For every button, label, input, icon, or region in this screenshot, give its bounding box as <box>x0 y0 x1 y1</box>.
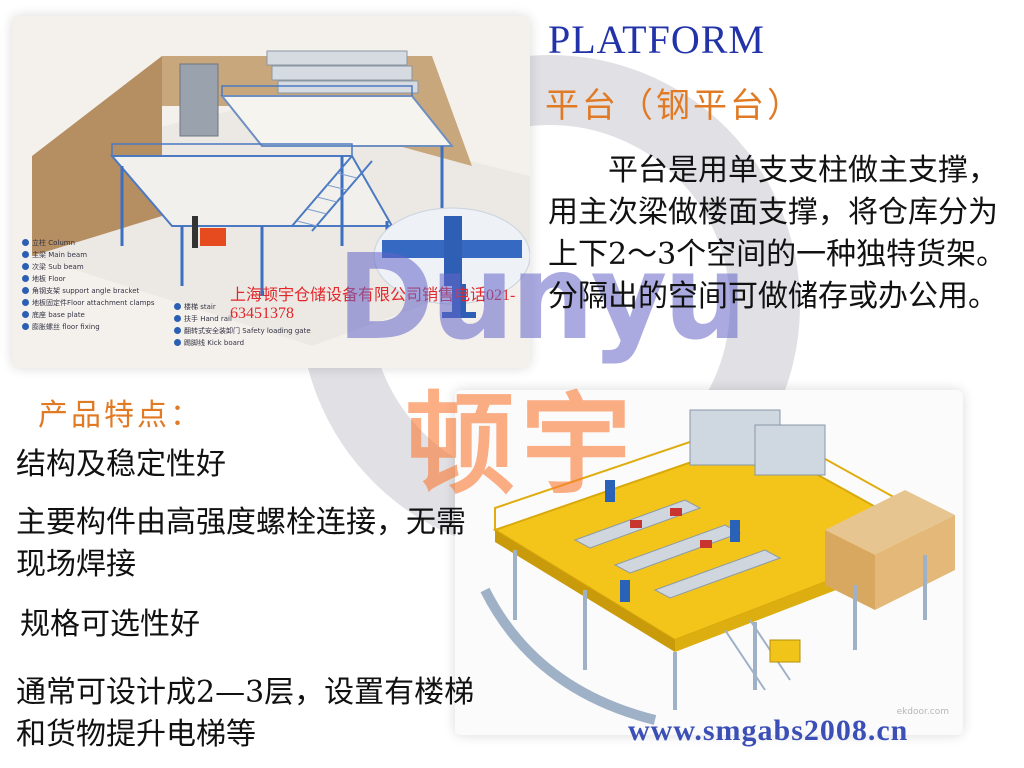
legend-item: 次梁 Sub beam <box>22 262 155 274</box>
legend-item: 翻转式安全装卸门 Safety loading gate <box>174 326 311 338</box>
website-url[interactable]: www.smgabs2008.cn <box>628 714 909 747</box>
legend-item: 立柱 Column <box>22 238 155 250</box>
legend-item: 地板 Floor <box>22 274 155 286</box>
platform-description: 平台是用单支支柱做主支撑，用主次梁做楼面支撑，将仓库分为上下2～3个空间的一种独… <box>548 153 1007 314</box>
feature-item: 规格可选性好 <box>20 607 200 642</box>
features-title: 产品特点： <box>38 398 203 433</box>
diagram-legend-left: 立柱 Column 主梁 Main beam 次梁 Sub beam 地板 Fl… <box>22 238 155 334</box>
platform-diagram-image: 上海顿宇仓储设备有限公司销售电话021-63451378 立柱 Column 主… <box>12 16 530 368</box>
legend-item: 踢脚线 Kick board <box>174 338 311 350</box>
platform-illustration-image: ekdoor.com <box>455 390 963 735</box>
platform-illustration-svg <box>480 409 955 725</box>
heading-english: PLATFORM <box>548 17 765 62</box>
legend-item: 角钢支架 support angle bracket <box>22 286 155 298</box>
feature-item: 通常可设计成2—3层，设置有楼梯和货物提升电梯等 <box>16 675 475 752</box>
legend-item: 底座 base plate <box>22 310 155 322</box>
legend-item: 膨胀螺丝 floor fixing <box>22 322 155 334</box>
watermark-brand-cn: 顿宇 <box>405 381 637 509</box>
platform-diagram-svg <box>32 50 530 346</box>
feature-item: 结构及稳定性好 <box>16 447 226 482</box>
watermark-brand-en: Dunyu <box>336 228 748 366</box>
legend-item: 地板固定件Floor attachment clamps <box>22 298 155 310</box>
legend-item: 主梁 Main beam <box>22 250 155 262</box>
diagram-caption: 上海顿宇仓储设备有限公司销售电话021-63451378 <box>230 287 516 322</box>
illustration-watermark-site: ekdoor.com <box>896 707 949 717</box>
legend-item: 楼梯 stair <box>174 302 311 314</box>
diagram-legend-right: 楼梯 stair 扶手 Hand rail 翻转式安全装卸门 Safety lo… <box>174 302 311 350</box>
feature-item: 主要构件由高强度螺栓连接，无需现场焊接 <box>16 505 466 582</box>
heading-chinese: 平台（钢平台） <box>545 86 804 126</box>
legend-item: 扶手 Hand rail <box>174 314 311 326</box>
